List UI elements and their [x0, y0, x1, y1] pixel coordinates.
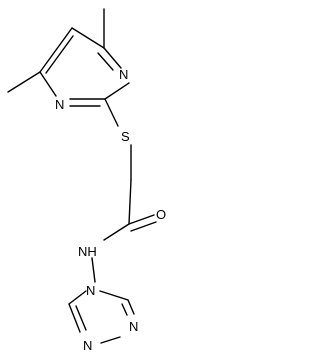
- bond-c-o-double: [130, 221, 157, 232]
- bond-nh-n4: [91, 257, 96, 283]
- atom-label-sulfur: S: [121, 129, 130, 144]
- bond-triazole-c5-n4: [68, 290, 87, 305]
- structure-drawing: N N S O NH N N N: [7, 8, 166, 353]
- bond-ring-n3-c2: [104, 82, 130, 100]
- bond-c2-s: [104, 98, 119, 127]
- atom-label-amide-nh: NH: [78, 244, 97, 259]
- bond-triazole-c3-n2: [127, 299, 135, 315]
- atom-label-n-triazole-1: N: [86, 283, 95, 298]
- bond-c-o: [128, 214, 155, 225]
- bond-ring-c4-n3-double: [97, 52, 114, 71]
- bond-triazole-n2-n1: [100, 336, 121, 344]
- atom-label-n-triazole-3: N: [83, 338, 92, 353]
- atom-label-n-pyrimidine-top: N: [119, 67, 128, 82]
- bond-triazole-c3-n2-double: [121, 303, 128, 316]
- atom-label-oxygen: O: [156, 207, 166, 222]
- bond-triazole-n1-c5-double: [75, 305, 87, 331]
- bond-ring-c5-c6: [39, 27, 73, 73]
- atom-label-n-triazole-2: N: [129, 319, 138, 334]
- bond-methyl-left: [7, 71, 41, 93]
- bond-c-nh: [103, 223, 130, 241]
- molecule-diagram: N N S O NH N N N: [7, 8, 166, 353]
- bond-ring-c4-c5: [71, 27, 105, 49]
- bond-triazole-n1-c5: [68, 303, 81, 333]
- bond-ch2-co: [128, 179, 132, 225]
- bond-ring-c5-c6-double: [45, 35, 74, 74]
- bond-ring-c4-n3: [103, 47, 122, 69]
- atom-label-n-pyrimidine-bottom: N: [55, 97, 64, 112]
- bond-triazole-n4-c3: [99, 290, 129, 301]
- bond-ring-n1-c6: [39, 71, 57, 97]
